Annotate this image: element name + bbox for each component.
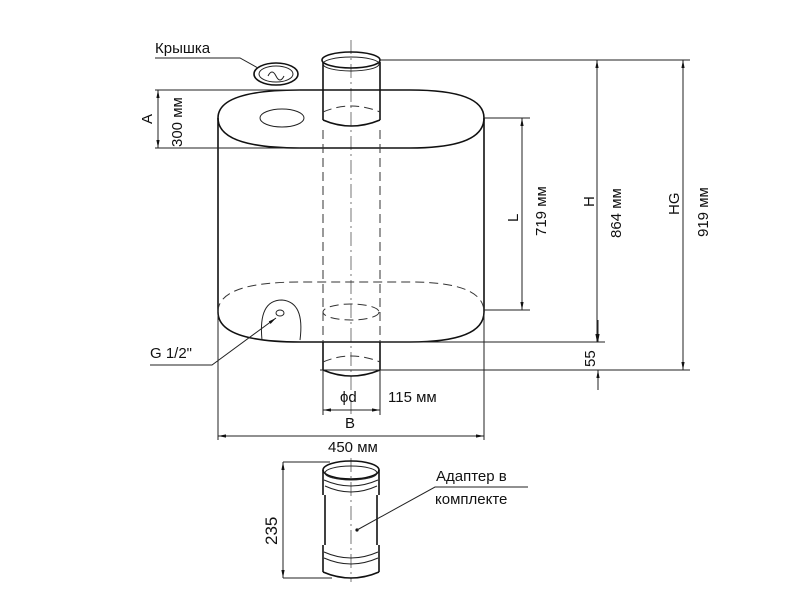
- fitting-leader: [150, 317, 277, 366]
- dim-55-label: 55: [582, 350, 599, 367]
- dimension-a: [155, 89, 300, 149]
- adapter-label-line1: Адаптер в: [436, 468, 507, 485]
- adapter-pipe: [322, 458, 380, 582]
- dim-l-value: 719 мм: [533, 186, 550, 236]
- lid-leader: [155, 57, 259, 69]
- adapter-label-line2: комплекте: [435, 491, 507, 508]
- diameter-value: 115 мм: [388, 389, 437, 406]
- fitting-label: G 1/2": [150, 345, 192, 362]
- adapter-height-label: 235: [262, 517, 281, 545]
- dim-a-value: 300 мм: [169, 97, 186, 147]
- dim-h-label: H: [581, 196, 598, 207]
- dimension-l: [484, 117, 530, 311]
- chimney-pipe: [321, 51, 381, 377]
- lid-icon: [253, 62, 299, 86]
- dim-hg-label: HG: [666, 193, 683, 216]
- diameter-label: ϕd: [340, 389, 357, 406]
- dim-h-value: 864 мм: [608, 188, 625, 238]
- dim-b-label: B: [345, 415, 355, 432]
- dim-a-label: A: [139, 114, 156, 124]
- lid-label: Крышка: [155, 40, 211, 57]
- adapter-leader: [356, 486, 528, 531]
- fitting-hole: [275, 309, 285, 317]
- width-value: 450 мм: [328, 439, 378, 456]
- top-opening: [259, 108, 305, 128]
- dim-hg-value: 919 мм: [695, 187, 712, 237]
- dim-l-label: L: [505, 214, 522, 222]
- fitting-boss: [260, 299, 302, 341]
- dimension-h: [320, 59, 690, 390]
